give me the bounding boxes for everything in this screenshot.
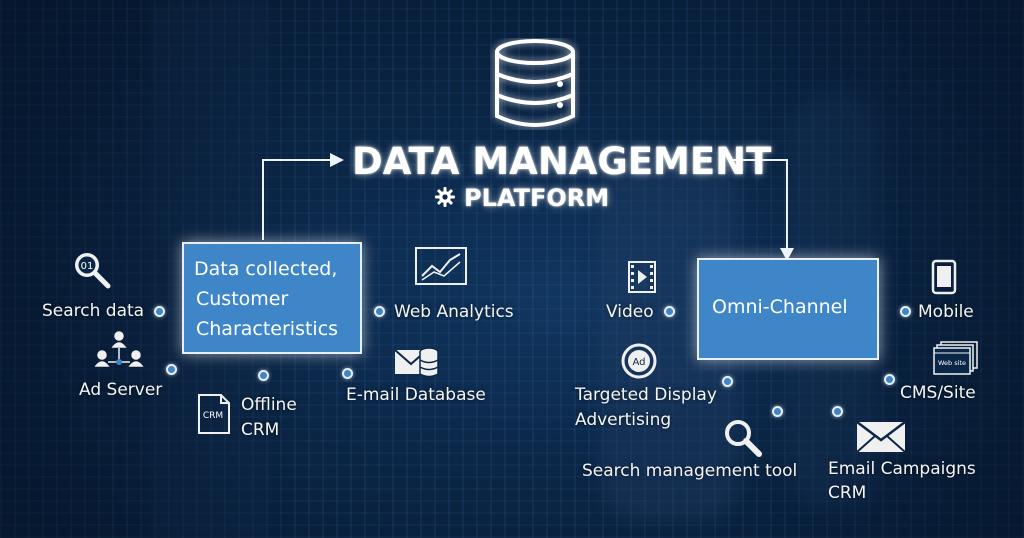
video-icon	[628, 261, 656, 293]
data-collected-line1: Data collected,	[194, 258, 338, 280]
connector-dot	[900, 306, 911, 317]
email-campaigns-label-2: CRM	[828, 483, 867, 503]
crm-doc-label: CRM	[203, 411, 223, 421]
website-icon: Web site	[933, 341, 978, 375]
connector-dot	[832, 406, 843, 417]
database-icon	[495, 39, 575, 127]
connector-dot	[664, 306, 675, 317]
targeted-display-label-2: Advertising	[575, 410, 672, 430]
email-database-label: E-mail Database	[346, 385, 486, 405]
omni-channel-label: Omni-Channel	[712, 296, 848, 318]
gear-icon	[435, 187, 455, 207]
magnifier-icon	[725, 420, 762, 457]
connector-dot	[258, 370, 269, 381]
connector-dot	[772, 406, 783, 417]
document-icon: CRM	[198, 394, 230, 434]
search-number-label: 01	[81, 261, 94, 272]
cms-site-label: CMS/Site	[900, 383, 976, 403]
search-data-label: Search data	[42, 301, 145, 321]
connector-dot	[166, 364, 177, 375]
video-label: Video	[606, 302, 654, 322]
targeted-display-label-1: Targeted Display	[575, 385, 717, 405]
line-chart-icon	[415, 247, 467, 285]
arrowhead-down	[780, 248, 794, 261]
arrow-to-title	[262, 159, 330, 240]
ad-badge-icon: Ad	[621, 343, 657, 379]
data-collected-box: Data collected, Customer Characteristics	[182, 242, 362, 354]
ad-server-label: Ad Server	[79, 380, 163, 400]
search-management-label: Search management tool	[582, 461, 798, 481]
envelope-icon	[856, 421, 906, 453]
connector-dot	[374, 306, 385, 317]
platform-title: DATA MANAGEMENT	[352, 140, 772, 183]
platform-subtitle: PLATFORM	[464, 184, 610, 212]
envelope-database-icon	[394, 347, 439, 378]
offline-crm-label-2: CRM	[241, 420, 280, 440]
connector-dot	[722, 376, 733, 387]
offline-crm-label-1: Offline	[241, 395, 297, 415]
data-collected-line2: Customer	[196, 288, 289, 310]
connector-dot	[884, 374, 895, 385]
website-label: Web site	[938, 359, 966, 367]
ad-badge-label: Ad	[632, 357, 645, 368]
connector-dot	[342, 368, 353, 379]
mobile-label: Mobile	[918, 302, 974, 322]
omni-channel-box: Omni-Channel	[697, 258, 879, 360]
data-collected-line3: Characteristics	[196, 318, 339, 340]
people-network-icon	[94, 331, 144, 367]
mobile-icon	[931, 259, 957, 295]
web-analytics-label: Web Analytics	[394, 302, 514, 322]
email-campaigns-label-1: Email Campaigns	[828, 459, 976, 479]
arrow-to-omni-channel	[728, 159, 788, 250]
magnifier-icon: 01	[75, 253, 111, 289]
arrowhead-right	[330, 153, 344, 167]
connector-dot	[154, 306, 165, 317]
